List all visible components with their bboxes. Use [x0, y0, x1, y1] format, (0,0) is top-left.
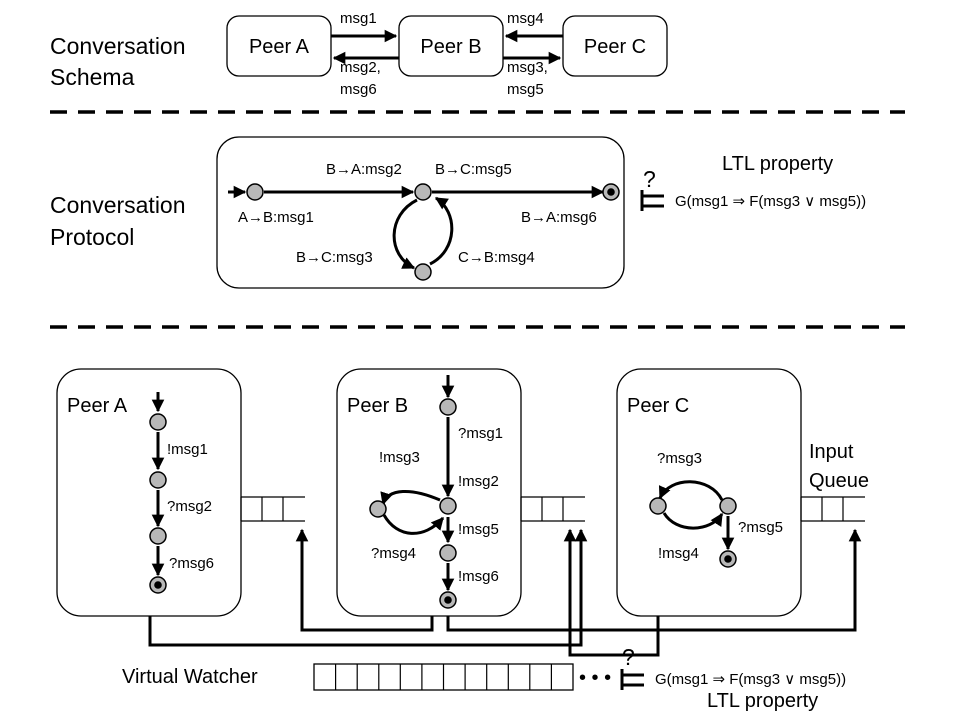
schema-peer-c-label: Peer C	[584, 36, 646, 58]
peer-c-state-0	[649, 497, 667, 515]
peer-a-label-msg2: ?msg2	[167, 498, 212, 515]
peer-b-label-msg3: !msg3	[379, 449, 420, 466]
protocol-edge-msg3	[392, 198, 418, 270]
peer-b-label-msg4: ?msg4	[371, 545, 416, 562]
peer-c-state-1	[719, 497, 737, 515]
conversation-protocol: Conversation Protocol A→B:msg1 B→A:msg2 …	[50, 136, 866, 289]
peer-c: Peer C ?msg3 ?msg5 !msg4	[616, 368, 802, 617]
protocol-title-line2: Protocol	[50, 224, 134, 250]
protocol-box	[216, 136, 625, 289]
peer-b-state-3	[439, 544, 457, 562]
input-queue-label-line1: Input	[809, 441, 854, 463]
peer-c-label-msg5: ?msg5	[738, 519, 783, 536]
peer-a-input-queue	[240, 496, 305, 522]
peer-b-label-msg6: !msg6	[458, 568, 499, 585]
protocol-final-state-dot	[607, 188, 615, 196]
peer-a-state-0	[149, 413, 167, 431]
peer-c-box	[616, 368, 802, 617]
peer-b-label-msg5: !msg5	[458, 521, 499, 538]
schema-peer-b-box	[398, 15, 504, 77]
label-msg2: msg2,	[340, 59, 381, 76]
schema-title-line1: Conversation	[50, 33, 186, 59]
protocol-ltl-formula: G(msg1 ⇒ F(msg3 ∨ msg5))	[675, 193, 866, 210]
peer-b-state-2	[369, 500, 387, 518]
schema-peer-b-label: Peer B	[420, 36, 481, 58]
peer-c-label-msg3: ?msg3	[657, 450, 702, 467]
watcher-query-mark: ?	[622, 644, 635, 670]
route-peer-c-to-b-queue	[563, 528, 660, 657]
protocol-label-a-b-msg1: A→B:msg1	[238, 209, 314, 226]
protocol-state-0	[246, 183, 264, 201]
peer-a: Peer A !msg1 ?msg2 ?msg6	[56, 368, 242, 617]
peer-a-state-2	[149, 527, 167, 545]
watcher-ltl-formula: G(msg1 ⇒ F(msg3 ∨ msg5))	[655, 671, 846, 688]
peer-b-label-msg1: ?msg1	[458, 425, 503, 442]
label-msg5: msg5	[507, 81, 544, 98]
ellipsis: • • •	[579, 667, 611, 689]
peer-b-state-0	[439, 398, 457, 416]
protocol-label-b-c-msg5: B→C:msg5	[435, 161, 512, 178]
conversation-schema: Conversation Schema Peer A Peer B Peer C…	[50, 10, 668, 98]
protocol-title-line1: Conversation	[50, 192, 186, 218]
protocol-label-b-c-msg3: B→C:msg3	[296, 249, 373, 266]
schema-peer-a-box	[226, 15, 332, 77]
peer-b: Peer B ?msg1 !msg2 !msg5 !msg6 !msg3 ?ms…	[336, 368, 522, 617]
route-peer-b-to-c-queue	[446, 528, 862, 632]
label-msg3: msg3,	[507, 59, 548, 76]
route-peer-b-to-a-queue	[295, 528, 434, 632]
peer-a-label-msg6: ?msg6	[169, 555, 214, 572]
peer-b-input-queue	[520, 496, 585, 522]
watcher-ltl-label: LTL property	[707, 690, 818, 712]
peer-a-state-1	[149, 471, 167, 489]
protocol-label-c-b-msg4: C→B:msg4	[458, 249, 535, 266]
schema-peer-c-box	[562, 15, 668, 77]
schema-peer-a-label: Peer A	[249, 36, 310, 58]
label-msg1: msg1	[340, 10, 377, 27]
peer-c-input-queue	[800, 496, 865, 522]
protocol-state-2	[414, 263, 432, 281]
protocol-edge-msg4	[429, 196, 454, 266]
peers-section: Peer A !msg1 ?msg2 ?msg6 Peer B	[56, 368, 869, 712]
virtual-watcher-queue	[313, 663, 574, 691]
peer-b-box	[336, 368, 522, 617]
protocol-label-b-a-msg2: B→A:msg2	[326, 161, 402, 178]
label-msg4: msg4	[507, 10, 544, 27]
peer-a-title: Peer A	[67, 395, 128, 417]
virtual-watcher-label: Virtual Watcher	[122, 666, 258, 688]
protocol-label-b-a-msg6: B→A:msg6	[521, 209, 597, 226]
protocol-query-mark: ?	[643, 166, 656, 192]
input-queue-label-line2: Queue	[809, 470, 869, 492]
peer-a-label-msg1: !msg1	[167, 441, 208, 458]
peer-b-state-1	[439, 497, 457, 515]
peer-b-label-msg2: !msg2	[458, 473, 499, 490]
peer-c-title: Peer C	[627, 395, 689, 417]
peer-b-title: Peer B	[347, 395, 408, 417]
route-peer-a-to-b-queue	[148, 528, 588, 647]
peer-c-label-msg4: !msg4	[658, 545, 699, 562]
protocol-state-1	[414, 183, 432, 201]
label-msg6: msg6	[340, 81, 377, 98]
schema-title-line2: Schema	[50, 64, 135, 90]
protocol-ltl-label: LTL property	[722, 153, 833, 175]
